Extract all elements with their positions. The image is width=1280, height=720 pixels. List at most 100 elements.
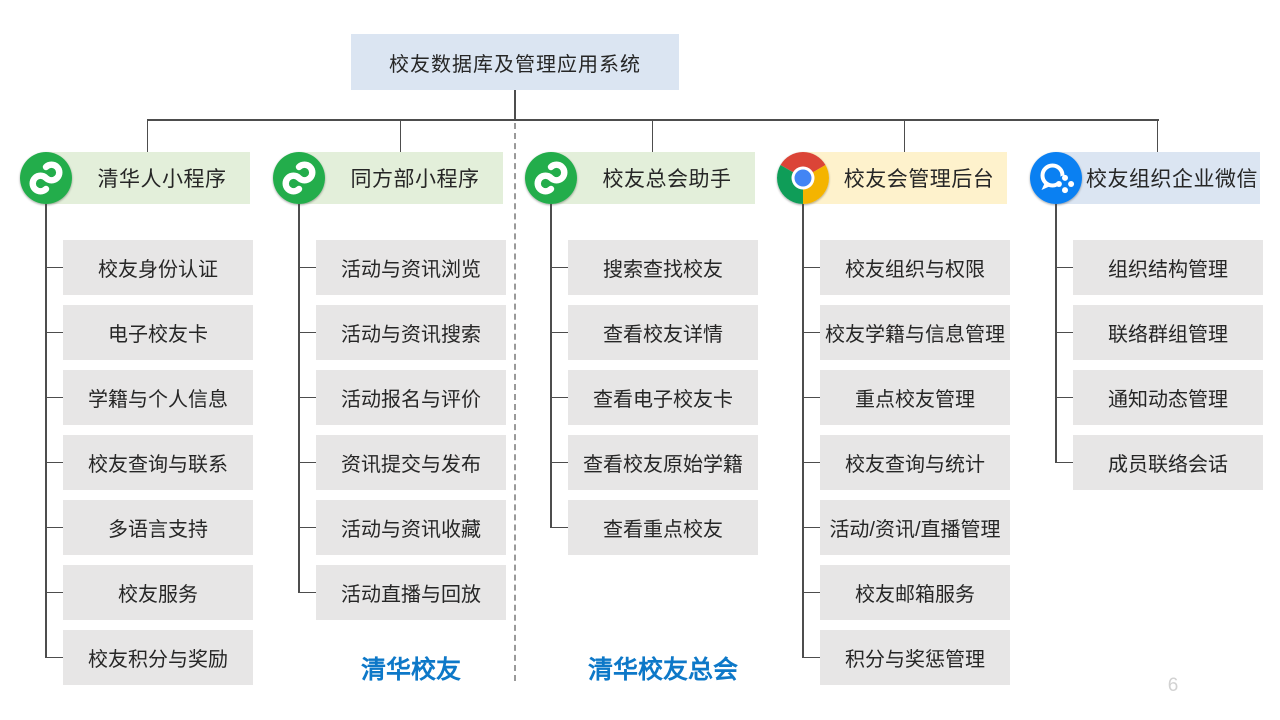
feature-item-label: 校友组织与权限 xyxy=(845,259,985,281)
system-title: 校友数据库及管理应用系统 xyxy=(389,53,641,76)
feature-item-label: 校友学籍与信息管理 xyxy=(825,324,1005,346)
item-connector-tick xyxy=(46,656,63,659)
feature-item: 积分与奖惩管理 xyxy=(820,630,1010,685)
feature-item-label: 校友积分与奖励 xyxy=(88,649,228,671)
item-connector-tick xyxy=(1056,331,1073,334)
item-connector-tick xyxy=(551,461,568,464)
column-header: 清华人小程序 xyxy=(45,152,250,204)
item-connector-tick xyxy=(46,331,63,334)
footer-label: 清华校友总会 xyxy=(587,656,738,684)
column-header: 同方部小程序 xyxy=(298,152,503,204)
feature-item: 活动/资讯/直播管理 xyxy=(820,500,1010,555)
column-header: 校友会管理后台 xyxy=(802,152,1007,204)
item-connector-tick xyxy=(803,656,820,659)
column-header-label: 清华人小程序 xyxy=(97,168,227,191)
column-5: 校友组织企业微信组织结构管理联络群组管理通知动态管理成员联络会话 xyxy=(1030,0,1275,720)
feature-item: 通知动态管理 xyxy=(1073,370,1263,425)
item-connector-tick xyxy=(46,396,63,399)
top-connector-horizontal xyxy=(146,119,1159,121)
feature-item: 活动直播与回放 xyxy=(316,565,506,620)
feature-item: 校友身份认证 xyxy=(63,240,253,295)
column-header-label: 校友总会助手 xyxy=(602,168,732,191)
feature-item: 电子校友卡 xyxy=(63,305,253,360)
chrome-icon xyxy=(777,152,829,204)
item-connector-tick xyxy=(299,266,316,269)
feature-item-label: 查看校友原始学籍 xyxy=(583,454,743,476)
column-3: 校友总会助手搜索查找校友查看校友详情查看电子校友卡查看校友原始学籍查看重点校友清… xyxy=(525,0,770,720)
feature-item: 活动与资讯浏览 xyxy=(316,240,506,295)
wechat-miniprogram-icon xyxy=(525,152,577,204)
item-connector-tick xyxy=(46,266,63,269)
column-1: 清华人小程序校友身份认证电子校友卡学籍与个人信息校友查询与联系多语言支持校友服务… xyxy=(20,0,265,720)
branch-connector-vertical xyxy=(146,121,149,152)
branch-connector-vertical xyxy=(903,121,906,152)
feature-item: 多语言支持 xyxy=(63,500,253,555)
feature-item-label: 学籍与个人信息 xyxy=(88,389,228,411)
wechat-miniprogram-icon xyxy=(273,152,325,204)
feature-item-label: 通知动态管理 xyxy=(1108,389,1228,411)
branch-connector-vertical xyxy=(1156,121,1159,152)
item-connector-tick xyxy=(1056,396,1073,399)
item-connector-tick xyxy=(299,331,316,334)
footer-label: 清华校友 xyxy=(360,656,461,684)
feature-item: 校友学籍与信息管理 xyxy=(820,305,1010,360)
item-connector-tick xyxy=(299,396,316,399)
item-connector-tick xyxy=(551,331,568,334)
column-spine-vertical xyxy=(802,204,804,658)
item-connector-tick xyxy=(1056,461,1073,464)
column-header-label: 校友组织企业微信 xyxy=(1086,168,1258,191)
item-connector-tick xyxy=(299,591,316,594)
feature-item-label: 重点校友管理 xyxy=(855,389,975,411)
item-connector-tick xyxy=(46,526,63,529)
item-connector-tick xyxy=(46,591,63,594)
feature-item-label: 查看校友详情 xyxy=(603,324,723,346)
item-connector-tick xyxy=(803,526,820,529)
item-connector-tick xyxy=(803,591,820,594)
branch-connector-vertical xyxy=(651,121,654,152)
feature-item-label: 电子校友卡 xyxy=(108,324,208,346)
feature-item: 资讯提交与发布 xyxy=(316,435,506,490)
feature-item: 成员联络会话 xyxy=(1073,435,1263,490)
column-spine-vertical xyxy=(550,204,552,528)
feature-item: 活动与资讯搜索 xyxy=(316,305,506,360)
item-connector-tick xyxy=(551,396,568,399)
section-divider-dashed xyxy=(513,123,516,681)
feature-item-label: 资讯提交与发布 xyxy=(341,454,481,476)
column-spine-vertical xyxy=(1055,204,1057,463)
feature-item: 搜索查找校友 xyxy=(568,240,758,295)
feature-item: 查看校友原始学籍 xyxy=(568,435,758,490)
feature-item: 校友邮箱服务 xyxy=(820,565,1010,620)
feature-item: 联络群组管理 xyxy=(1073,305,1263,360)
feature-item: 查看重点校友 xyxy=(568,500,758,555)
item-connector-tick xyxy=(803,396,820,399)
feature-item: 活动报名与评价 xyxy=(316,370,506,425)
feature-item-label: 查看重点校友 xyxy=(603,519,723,541)
feature-item-label: 校友查询与统计 xyxy=(845,454,985,476)
item-connector-tick xyxy=(1056,266,1073,269)
feature-item-label: 联络群组管理 xyxy=(1108,324,1228,346)
feature-item-label: 校友邮箱服务 xyxy=(855,584,975,606)
feature-item-label: 校友服务 xyxy=(118,584,198,606)
feature-item-label: 活动直播与回放 xyxy=(341,584,481,606)
item-connector-tick xyxy=(46,461,63,464)
feature-item-label: 成员联络会话 xyxy=(1108,454,1228,476)
feature-item-label: 积分与奖惩管理 xyxy=(845,649,985,671)
item-connector-tick xyxy=(803,331,820,334)
column-header: 校友组织企业微信 xyxy=(1055,152,1260,204)
system-title-box: 校友数据库及管理应用系统 xyxy=(351,34,679,90)
column-header-label: 校友会管理后台 xyxy=(843,168,995,191)
feature-item-label: 活动/资讯/直播管理 xyxy=(829,519,1001,541)
feature-item: 校友积分与奖励 xyxy=(63,630,253,685)
feature-item: 查看校友详情 xyxy=(568,305,758,360)
feature-item: 重点校友管理 xyxy=(820,370,1010,425)
item-connector-tick xyxy=(803,266,820,269)
item-connector-tick xyxy=(551,266,568,269)
feature-item: 校友查询与联系 xyxy=(63,435,253,490)
wechat-work-icon xyxy=(1030,152,1082,204)
feature-item-label: 活动与资讯浏览 xyxy=(341,259,481,281)
feature-item-label: 活动报名与评价 xyxy=(341,389,481,411)
feature-item-label: 查看电子校友卡 xyxy=(593,389,733,411)
title-connector-vertical xyxy=(514,90,516,119)
wechat-miniprogram-icon xyxy=(20,152,72,204)
